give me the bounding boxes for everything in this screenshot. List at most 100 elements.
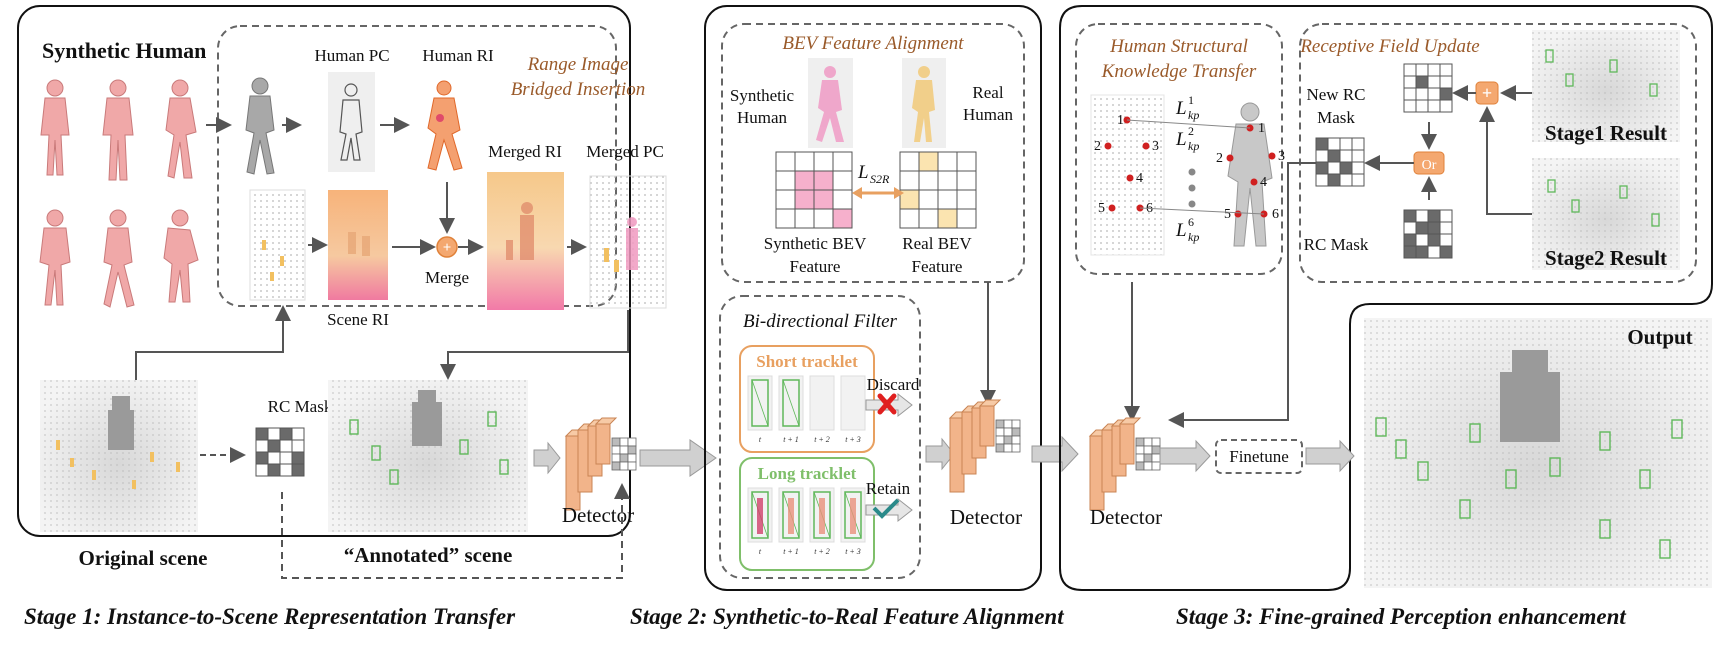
real-bev-cell xyxy=(918,170,939,191)
rc-mask-label-s3: RC Mask xyxy=(1304,235,1369,254)
new-rc-mask-cell xyxy=(1327,161,1341,175)
detector-output-cell xyxy=(1143,453,1153,463)
detector-layer xyxy=(979,405,995,447)
tracklet-frame-label: t xyxy=(759,435,762,444)
bidirectional-filter-box xyxy=(719,295,921,579)
merge-label: Merge xyxy=(425,268,469,287)
synthetic-bev-cell xyxy=(813,189,834,210)
kp-loss-bottom: L kp 6 xyxy=(1175,215,1199,244)
new-rc-mask-cell xyxy=(1339,161,1353,175)
merged-pc-humans xyxy=(626,217,638,270)
kp-loss-second-sup: 2 xyxy=(1188,124,1194,138)
arrow-mergedpc-to-annotated xyxy=(440,310,629,380)
synthetic-bev-cell xyxy=(794,170,815,191)
kp-loss-bottom-main: L xyxy=(1175,220,1187,241)
tracklet-box xyxy=(782,379,800,427)
rc-mask-s1-cell xyxy=(255,463,269,477)
output-tower xyxy=(1500,350,1560,442)
rfu-top-mask-cell xyxy=(1439,63,1453,77)
new-rc-mask-cell xyxy=(1339,137,1353,151)
detector-output-cell xyxy=(1003,419,1013,429)
new-rc-mask-cell xyxy=(1339,173,1353,187)
finetune-box xyxy=(1215,439,1303,474)
tracklet-figure xyxy=(788,498,794,534)
rfu-top-mask-cell xyxy=(1427,87,1441,101)
tracklet-box xyxy=(844,491,862,539)
rfu-top-mask-cell xyxy=(1403,63,1417,77)
synthetic-bev-cell xyxy=(813,151,834,172)
keypoint-number: 6 xyxy=(1272,207,1279,222)
annotated-scene-label: “Annotated” scene xyxy=(344,543,513,567)
synthetic-bev-cell xyxy=(775,170,796,191)
arrow-detector-to-finetune xyxy=(1159,439,1211,473)
retain-check-icon xyxy=(872,498,900,519)
synthetic-bev-cell xyxy=(775,189,796,210)
tracklet-frame-label: t + 2 xyxy=(814,547,830,556)
synthetic-bev-label-1: Synthetic BEV xyxy=(764,234,867,253)
kp-loss-bottom-sub: kp xyxy=(1188,230,1199,244)
real-human-label-1: Real xyxy=(972,83,1003,102)
stage3-panel xyxy=(1059,5,1713,591)
rc-mask-s3-cell xyxy=(1439,233,1453,247)
detector-output-cell xyxy=(995,419,1005,429)
human-pc-figure xyxy=(339,83,363,161)
human-pc-label: Human PC xyxy=(314,46,389,65)
rc-mask-s1-cell xyxy=(291,463,305,477)
detector-output-cell xyxy=(1003,427,1013,437)
synthetic-bev-cell xyxy=(794,189,815,210)
rc-mask-s3-cell xyxy=(1427,221,1441,235)
rfu-top-mask-cell xyxy=(1415,99,1429,113)
tracklet-frame xyxy=(809,375,835,431)
kp-loss-top-sup: 1 xyxy=(1188,93,1194,107)
keypoint-number: 5 xyxy=(1224,207,1231,222)
synthetic-bev-cell xyxy=(832,208,853,229)
detector-label-s1: Detector xyxy=(562,503,634,527)
arrow-filter-to-detector xyxy=(925,437,955,471)
new-rc-mask-cell xyxy=(1327,137,1341,151)
kp-loss-top-sub: kp xyxy=(1188,108,1199,122)
new-rc-mask-label-1: New RC xyxy=(1306,85,1365,104)
rfu-top-mask-cell xyxy=(1415,87,1429,101)
keypoint-dot xyxy=(1226,154,1234,162)
rc-mask-s1-cell xyxy=(255,427,269,441)
scene-ri-label: Scene RI xyxy=(327,310,389,329)
tracklet-frame-label: t + 3 xyxy=(845,547,861,556)
synthetic-bev-cell xyxy=(775,151,796,172)
rc-mask-s1-cell xyxy=(291,439,305,453)
new-rc-mask-label-2: Mask xyxy=(1317,108,1355,127)
keypoint-dot xyxy=(1126,174,1134,182)
rfu-mask-top-grid xyxy=(1403,63,1453,113)
rfu-top-mask-cell xyxy=(1439,75,1453,89)
keypoint-number: 1 xyxy=(1258,121,1265,136)
detector-output-cell xyxy=(1135,437,1145,447)
rc-mask-grid-s1 xyxy=(255,427,305,477)
tracklet-box xyxy=(751,491,769,539)
rc-mask-s3-cell xyxy=(1403,245,1417,259)
keypoint-number: 4 xyxy=(1136,171,1143,186)
rfu-top-mask-cell xyxy=(1403,75,1417,89)
detector-s2 xyxy=(948,399,1021,493)
keypoint-dot xyxy=(1104,142,1112,150)
detector-output-cell xyxy=(611,437,621,447)
real-bev-label-2: Feature xyxy=(912,257,963,276)
merged-pc-yellow xyxy=(604,248,619,272)
synthetic-bev-cell xyxy=(794,151,815,172)
tracklet-frame-label: t + 1 xyxy=(783,435,799,444)
real-bev-cell xyxy=(918,151,939,172)
bridged-insertion-title-1: Range Image xyxy=(527,54,629,75)
tracklet-figure xyxy=(850,498,856,534)
tracklet-box-diag xyxy=(751,379,769,427)
tracklet-box-diag xyxy=(782,379,800,427)
rc-mask-s1-cell xyxy=(267,451,281,465)
kp-loss-second-main: L xyxy=(1175,129,1187,150)
s2r-arrow-right-head xyxy=(894,187,904,199)
detector-label-s2: Detector xyxy=(950,505,1022,529)
stage1-caption: Stage 1: Instance-to-Scene Representatio… xyxy=(24,604,516,629)
or-node-label: Or xyxy=(1422,158,1437,173)
kp-loss-ellipsis xyxy=(1188,168,1196,208)
tracklet-frame-label: t xyxy=(759,547,762,556)
s2r-arrow-left-head xyxy=(852,187,862,199)
detector-output-cell xyxy=(995,427,1005,437)
detector-output-cell xyxy=(611,445,621,455)
